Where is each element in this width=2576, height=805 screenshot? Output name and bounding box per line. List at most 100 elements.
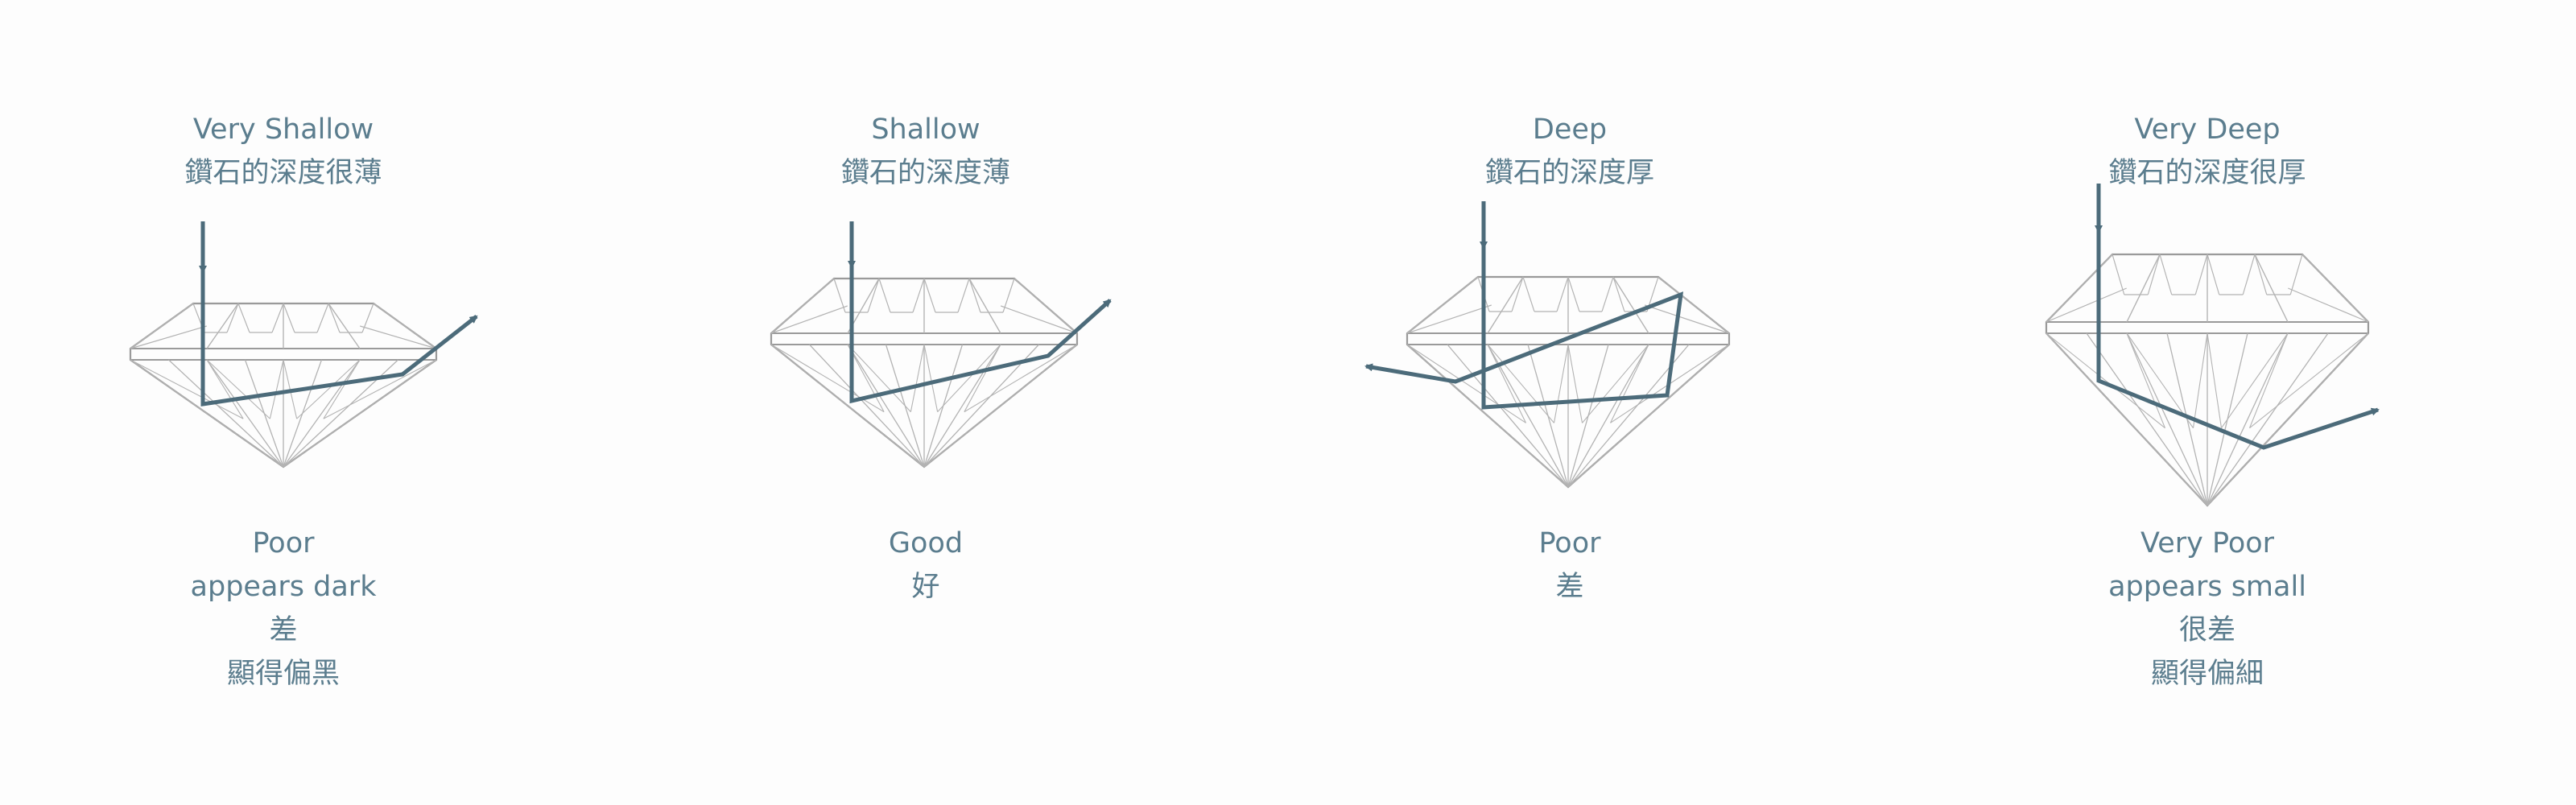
title-zh: 鑽石的深度很薄 bbox=[184, 157, 382, 189]
facet-line bbox=[2207, 332, 2369, 506]
facet-line bbox=[1487, 344, 1526, 423]
facet-line bbox=[1612, 276, 1649, 334]
facet-line bbox=[923, 344, 1078, 468]
facet-line bbox=[968, 278, 1001, 334]
facet-line bbox=[1013, 278, 1078, 334]
title-en: Shallow bbox=[871, 114, 980, 146]
facet-line bbox=[1406, 304, 1492, 334]
facet-line bbox=[847, 344, 911, 412]
rating-zh: 差 bbox=[1555, 571, 1584, 603]
facet-line bbox=[296, 359, 361, 419]
facet-line bbox=[2207, 332, 2329, 506]
diamond-very-deep-rating: Very Poor appears small 很差 顯得偏細 bbox=[1966, 522, 2449, 696]
facet-line bbox=[2046, 332, 2208, 506]
facet-line bbox=[360, 325, 437, 349]
facet-line bbox=[770, 305, 848, 334]
facet-line bbox=[1567, 344, 1690, 488]
facet-line bbox=[1582, 344, 1649, 423]
light-path-very-shallow-reflect bbox=[200, 272, 478, 407]
diamond-shallow-title: Shallow 鑽石的深度薄 bbox=[684, 108, 1167, 195]
facet-line bbox=[809, 344, 925, 468]
facet-line bbox=[2086, 332, 2208, 506]
rating-en: Good bbox=[888, 527, 964, 559]
facet-line bbox=[2248, 332, 2289, 428]
rating-en: Very Poor bbox=[2140, 527, 2275, 559]
diamond-shallow bbox=[770, 277, 1079, 469]
facet-line bbox=[206, 303, 239, 349]
rating-en: Poor bbox=[252, 527, 315, 559]
facet-line bbox=[1567, 276, 1580, 312]
facet-line bbox=[847, 344, 885, 412]
facet-line bbox=[2046, 287, 2127, 323]
rating-zh: 很差 bbox=[2178, 614, 2235, 646]
title-en: Very Shallow bbox=[192, 114, 374, 146]
facet-line bbox=[206, 359, 244, 419]
facet-line bbox=[2126, 332, 2208, 506]
rating-zh: 好 bbox=[911, 571, 940, 603]
facet-line bbox=[1487, 344, 1569, 488]
facet-line bbox=[283, 359, 437, 468]
facet-line bbox=[1553, 344, 1569, 423]
facet-line bbox=[923, 344, 1001, 468]
facet-line bbox=[1645, 304, 1730, 334]
title-zh: 鑽石的深度薄 bbox=[840, 157, 1010, 189]
light-path-very-deep-reflect bbox=[2096, 232, 2380, 450]
facet-line bbox=[323, 359, 361, 419]
facet-line bbox=[964, 344, 1078, 413]
facet-line bbox=[1567, 344, 1649, 488]
facet-line bbox=[1487, 276, 1524, 334]
facet-line bbox=[910, 344, 925, 412]
facet-line bbox=[1511, 276, 1524, 312]
facet-line bbox=[847, 344, 925, 468]
rating-zh: 差 bbox=[269, 614, 298, 646]
facet-line bbox=[923, 278, 936, 313]
note-zh: 顯得偏細 bbox=[2150, 658, 2264, 690]
facet-line bbox=[1406, 344, 1526, 423]
facet-line bbox=[2194, 254, 2208, 295]
facet-line bbox=[1487, 344, 1554, 423]
facet-line bbox=[1447, 344, 1569, 488]
rating-en: Poor bbox=[1538, 527, 1601, 559]
facet-line bbox=[2254, 254, 2268, 295]
facet-line bbox=[1000, 305, 1078, 334]
facet-line bbox=[2289, 254, 2303, 295]
facet-line bbox=[833, 278, 846, 313]
facet-line bbox=[2221, 332, 2289, 429]
facet-line bbox=[328, 303, 341, 333]
facet-line bbox=[271, 303, 284, 333]
facet-line bbox=[957, 278, 970, 313]
facet-line bbox=[323, 359, 437, 419]
diamond-very-shallow bbox=[129, 302, 438, 469]
facet-line bbox=[937, 344, 1001, 412]
facet-line bbox=[770, 344, 885, 413]
facet-line bbox=[2147, 254, 2161, 295]
facet-line bbox=[1567, 344, 1583, 423]
facet-line bbox=[1567, 344, 1730, 488]
facet-line bbox=[2301, 254, 2369, 323]
title-zh: 鑽石的深度很厚 bbox=[2108, 157, 2306, 189]
title-en: Very Deep bbox=[2134, 114, 2281, 146]
facet-line bbox=[1522, 276, 1535, 312]
facet-line bbox=[130, 359, 284, 468]
diamond-very-shallow-title: Very Shallow 鑽石的深度很薄 bbox=[42, 108, 525, 195]
facet-line bbox=[316, 303, 329, 333]
facet-line bbox=[2126, 254, 2161, 323]
note-en: appears dark bbox=[190, 571, 377, 603]
facet-line bbox=[878, 278, 891, 313]
facet-line bbox=[373, 303, 437, 349]
diamond-very-deep-title: Very Deep 鑽石的深度很厚 bbox=[1966, 108, 2449, 195]
facet-line bbox=[2046, 254, 2113, 323]
facet-line bbox=[130, 303, 194, 349]
facet-line bbox=[130, 359, 244, 419]
diamond-deep-rating: Poor 差 bbox=[1328, 522, 1811, 609]
facet-line bbox=[2126, 332, 2166, 428]
note-en: appears small bbox=[2108, 571, 2306, 603]
facet-line bbox=[1610, 344, 1649, 423]
facet-line bbox=[2192, 332, 2208, 428]
facet-line bbox=[2159, 254, 2173, 295]
facet-line bbox=[2249, 332, 2369, 429]
diamond-very-shallow-rating: Poor appears dark 差 顯得偏黑 bbox=[42, 522, 525, 696]
diamond-deep-title: Deep 鑽石的深度厚 bbox=[1328, 108, 1811, 195]
facet-line bbox=[1406, 276, 1479, 334]
